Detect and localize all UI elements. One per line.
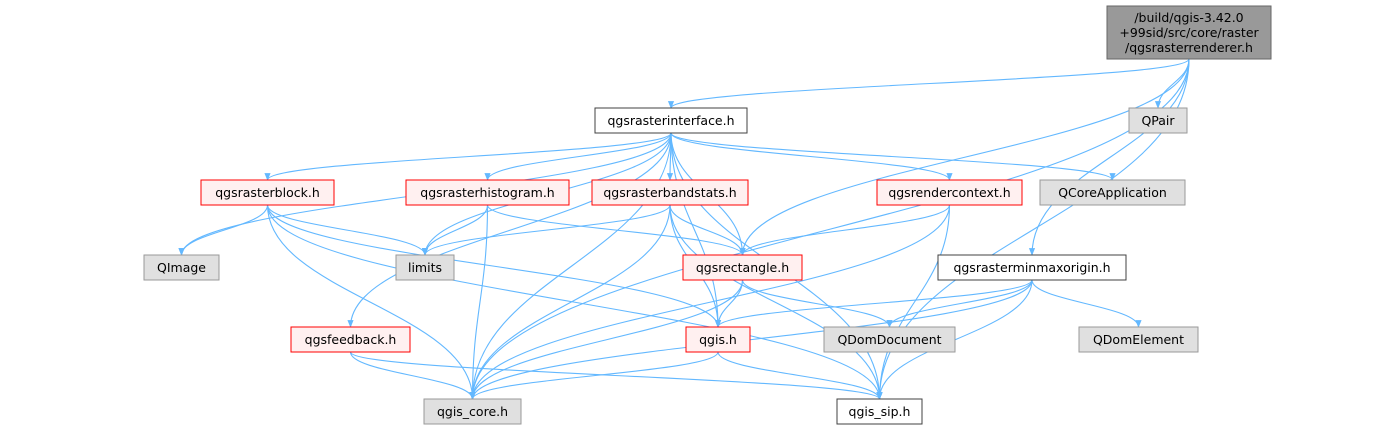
node-box-rectangle: [682, 254, 803, 281]
node-rectangle[interactable]: qgsrectangle.h: [682, 254, 803, 281]
node-label-qgis: qgis.h: [699, 332, 737, 347]
node-label-core: qgis_core.h: [437, 404, 508, 419]
node-qpair[interactable]: QPair: [1128, 107, 1188, 134]
node-qgis[interactable]: qgis.h: [685, 326, 751, 353]
node-histogram[interactable]: qgsrasterhistogram.h: [405, 179, 570, 206]
node-box-sip: [836, 398, 923, 425]
node-core[interactable]: qgis_core.h: [423, 398, 522, 425]
edge-rectangle-to-qdomdoc: [741, 279, 893, 328]
node-label-rendercontext: qgsrendercontext.h: [888, 185, 1010, 200]
node-label-bandstats: qgsrasterbandstats.h: [603, 185, 736, 200]
node-label-limits: limits: [408, 260, 442, 275]
nodes-layer: /build/qgis-3.42.0+99sid/src/core/raster…: [143, 5, 1272, 425]
edge-bandstats-to-limits: [421, 204, 671, 256]
node-label-rectangle: qgsrectangle.h: [696, 260, 789, 275]
node-label-interface: qgsrasterinterface.h: [607, 113, 734, 128]
edge-rendercontext-to-sip: [876, 204, 951, 400]
node-minmax[interactable]: qgsrasterminmaxorigin.h: [937, 254, 1127, 281]
node-label-feedback: qgsfeedback.h: [305, 332, 397, 347]
edge-block-to-qgis: [266, 204, 722, 328]
node-label-qpair: QPair: [1141, 113, 1175, 128]
node-box-qcoreapp: [1039, 179, 1186, 206]
node-rendercontext[interactable]: qgsrendercontext.h: [876, 179, 1023, 206]
node-label-root-1: +99sid/src/core/raster: [1119, 25, 1259, 40]
edge-interface-to-rendercontext: [670, 132, 953, 181]
node-limits[interactable]: limits: [395, 254, 455, 281]
edge-bandstats-to-sip: [669, 204, 883, 400]
node-box-minmax: [937, 254, 1127, 281]
node-sip[interactable]: qgis_sip.h: [836, 398, 923, 425]
edge-qgis-to-core: [469, 351, 719, 400]
node-box-interface: [594, 107, 748, 134]
node-box-rendercontext: [876, 179, 1023, 206]
node-qimage[interactable]: QImage: [143, 254, 220, 281]
edge-root-to-rectangle: [739, 58, 1190, 256]
node-interface[interactable]: qgsrasterinterface.h: [594, 107, 748, 134]
edge-minmax-to-qgis: [715, 279, 1033, 328]
edge-interface-to-block: [264, 132, 672, 181]
node-qdomelem[interactable]: QDomElement: [1078, 326, 1199, 353]
node-box-feedback: [290, 326, 411, 353]
edge-qgis-to-sip: [717, 351, 883, 400]
node-label-qcoreapp: QCoreApplication: [1058, 185, 1167, 200]
node-label-qdomdoc: QDomDocument: [837, 332, 941, 347]
node-box-qgis: [685, 326, 751, 353]
node-root: /build/qgis-3.42.0+99sid/src/core/raster…: [1106, 5, 1272, 60]
edge-rendercontext-to-rectangle: [739, 204, 951, 256]
node-box-limits: [395, 254, 455, 281]
node-block[interactable]: qgsrasterblock.h: [200, 179, 335, 206]
edge-root-to-interface: [668, 58, 1190, 109]
node-box-qimage: [143, 254, 220, 281]
edge-block-to-sip: [266, 204, 883, 400]
node-box-core: [423, 398, 522, 425]
node-box-block: [200, 179, 335, 206]
edge-interface-to-core: [469, 132, 672, 400]
node-box-bandstats: [591, 179, 749, 206]
edge-feedback-to-core: [349, 351, 476, 400]
node-box-qdomelem: [1078, 326, 1199, 353]
node-label-root-2: /qgsrasterrenderer.h: [1125, 40, 1253, 55]
node-label-minmax: qgsrasterminmaxorigin.h: [953, 260, 1110, 275]
edge-block-to-qimage: [178, 204, 269, 256]
node-label-histogram: qgsrasterhistogram.h: [420, 185, 554, 200]
edge-minmax-to-core: [469, 279, 1033, 400]
edge-interface-to-feedback: [347, 132, 672, 328]
node-label-root-0: /build/qgis-3.42.0: [1134, 10, 1243, 25]
node-qcoreapp[interactable]: QCoreApplication: [1039, 179, 1186, 206]
edge-rectangle-to-core: [469, 279, 744, 400]
node-label-sip: qgis_sip.h: [849, 404, 911, 419]
edge-minmax-to-qdomdoc: [886, 279, 1033, 328]
node-feedback[interactable]: qgsfeedback.h: [290, 326, 411, 353]
edge-block-to-limits: [266, 204, 429, 256]
edge-histogram-to-rectangle: [486, 204, 746, 256]
edge-bandstats-to-core: [469, 204, 671, 400]
node-label-block: qgsrasterblock.h: [215, 185, 320, 200]
edge-interface-to-histogram: [484, 132, 672, 181]
edge-histogram-to-core: [469, 204, 489, 400]
node-box-root: [1106, 5, 1272, 60]
node-bandstats[interactable]: qgsrasterbandstats.h: [591, 179, 749, 206]
node-box-qdomdoc: [823, 326, 956, 353]
node-qdomdoc[interactable]: QDomDocument: [823, 326, 956, 353]
edge-interface-to-qgis: [670, 132, 722, 328]
edge-interface-to-qcoreapp: [670, 132, 1116, 181]
node-box-histogram: [405, 179, 570, 206]
node-label-qimage: QImage: [157, 260, 206, 275]
edge-root-to-minmax: [1028, 58, 1190, 256]
node-label-qdomelem: QDomElement: [1093, 332, 1184, 347]
node-box-qpair: [1128, 107, 1188, 134]
edge-minmax-to-qdomelem: [1031, 279, 1142, 328]
edge-minmax-to-sip: [876, 279, 1033, 400]
edge-feedback-to-sip: [349, 351, 883, 400]
edge-rendercontext-to-core: [469, 204, 951, 400]
